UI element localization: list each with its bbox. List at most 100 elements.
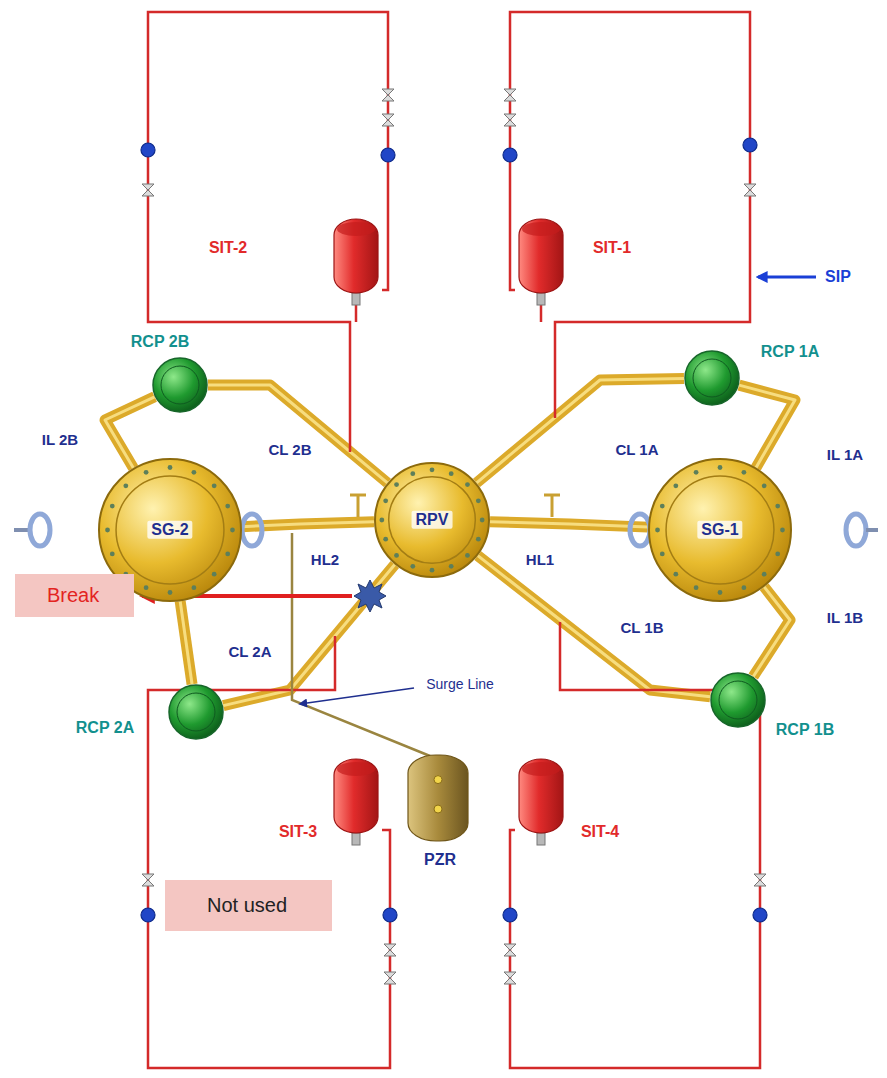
vessel-shell bbox=[375, 463, 489, 577]
safety-injection-tank: SIT-4 bbox=[515, 755, 567, 845]
coolant-pump: RCP 2B bbox=[152, 357, 208, 413]
valve-symbol bbox=[382, 114, 394, 126]
safety-injection-tank: SIT-2 bbox=[330, 215, 382, 305]
vessel-bolt bbox=[673, 572, 678, 577]
valve-symbol bbox=[744, 184, 756, 196]
safety-injection-tank: SIT-3 bbox=[330, 755, 382, 845]
vessel-bolt bbox=[476, 537, 481, 542]
leader-line bbox=[300, 688, 414, 704]
vessel-bolt bbox=[476, 498, 481, 503]
node-outline bbox=[330, 755, 382, 845]
vessel-bolt bbox=[394, 482, 399, 487]
pipe-label: CL 2A bbox=[228, 643, 271, 660]
vessel-bolt bbox=[742, 470, 747, 475]
vessel-flange bbox=[666, 476, 774, 584]
pump-rim bbox=[161, 366, 199, 404]
component-label: SIT-2 bbox=[209, 239, 247, 257]
pressurizer: PZR bbox=[405, 752, 471, 844]
thermowell bbox=[551, 495, 554, 517]
callout-text: Not used bbox=[207, 894, 287, 917]
pump-rim bbox=[693, 359, 731, 397]
injection-pipe bbox=[148, 12, 388, 452]
vessel-bolt bbox=[168, 590, 173, 595]
tank-body bbox=[334, 759, 378, 833]
vessel-bolt bbox=[410, 564, 415, 569]
injection-pipe bbox=[540, 305, 543, 322]
check-valve bbox=[503, 148, 517, 162]
tank-body bbox=[519, 219, 563, 293]
pump-rim bbox=[177, 693, 215, 731]
check-valve bbox=[753, 908, 767, 922]
vessel-bolt bbox=[718, 465, 723, 470]
pump-body bbox=[169, 685, 223, 739]
vessel-bolt bbox=[775, 504, 780, 509]
coolant-pump: RCP 2A bbox=[168, 684, 224, 740]
tank-body bbox=[519, 759, 563, 833]
vessel-bolt bbox=[110, 552, 115, 557]
vessel-bolt bbox=[742, 585, 747, 590]
component-label: SG-1 bbox=[697, 521, 742, 539]
coolant-pipe bbox=[739, 385, 795, 467]
tank-nozzle bbox=[537, 293, 545, 305]
pump-body bbox=[685, 351, 739, 405]
nozzle-flange bbox=[30, 514, 50, 546]
component-label: RCP 1A bbox=[761, 343, 819, 361]
vessel-bolt bbox=[144, 470, 149, 475]
vessel-sphere: SG-1 bbox=[648, 458, 792, 602]
valve-symbol bbox=[384, 972, 396, 984]
vessel-bolt bbox=[449, 564, 454, 569]
thermowell bbox=[350, 494, 366, 497]
vessel-bolt bbox=[780, 528, 785, 533]
callout-box: Break bbox=[15, 574, 134, 617]
component-label: SIT-4 bbox=[581, 823, 619, 841]
component-label: RCP 1B bbox=[776, 721, 834, 739]
vessel-sphere: RPV bbox=[374, 462, 490, 578]
tank-body bbox=[334, 219, 378, 293]
coolant-pipe bbox=[223, 565, 395, 706]
valve-symbol bbox=[142, 874, 154, 886]
vessel-bolt bbox=[718, 590, 723, 595]
component-label: SIT-3 bbox=[279, 823, 317, 841]
injection-pipe bbox=[355, 305, 358, 322]
pressurizer-nozzle bbox=[434, 805, 442, 813]
vessel-bolt bbox=[694, 470, 699, 475]
component-label: SIT-1 bbox=[593, 239, 631, 257]
pump-body bbox=[153, 358, 207, 412]
vessel-bolt bbox=[212, 483, 217, 488]
node-outline bbox=[684, 350, 740, 406]
pipe-label: IL 1B bbox=[827, 609, 863, 626]
pipe-label: HL2 bbox=[311, 551, 339, 568]
check-valve bbox=[503, 908, 517, 922]
coolant-pipe bbox=[180, 601, 192, 684]
nozzle-flange bbox=[242, 514, 262, 546]
pipe-label: CL 1B bbox=[620, 619, 663, 636]
coolant-pipe bbox=[477, 379, 684, 483]
vessel-bolt bbox=[430, 467, 435, 472]
pump-rim bbox=[719, 681, 757, 719]
tank-head bbox=[337, 762, 375, 776]
coolant-pipe bbox=[753, 587, 790, 677]
vessel-bolt bbox=[383, 498, 388, 503]
node-outline bbox=[405, 752, 471, 844]
sip-arrow bbox=[758, 276, 816, 279]
injection-pipe bbox=[148, 636, 390, 1068]
tank-nozzle bbox=[352, 833, 360, 845]
pressurizer-nozzle bbox=[434, 776, 442, 784]
vessel-bolt bbox=[168, 465, 173, 470]
vessel-bolt bbox=[394, 553, 399, 558]
vessel-bolt bbox=[123, 483, 128, 488]
node-outline bbox=[168, 684, 224, 740]
vessel-bolt bbox=[465, 482, 470, 487]
pipe-label: CL 1A bbox=[615, 441, 658, 458]
annotation-label: Surge Line bbox=[426, 676, 494, 692]
safety-injection-tank: SIT-1 bbox=[515, 215, 567, 305]
node-outline bbox=[330, 215, 382, 305]
valve-symbol bbox=[504, 972, 516, 984]
pump-body bbox=[711, 673, 765, 727]
pipe-highlight bbox=[105, 397, 155, 468]
valve-symbol bbox=[382, 89, 394, 101]
vessel-bolt bbox=[762, 483, 767, 488]
nozzle-flange bbox=[630, 514, 650, 546]
vessel-bolt bbox=[673, 483, 678, 488]
